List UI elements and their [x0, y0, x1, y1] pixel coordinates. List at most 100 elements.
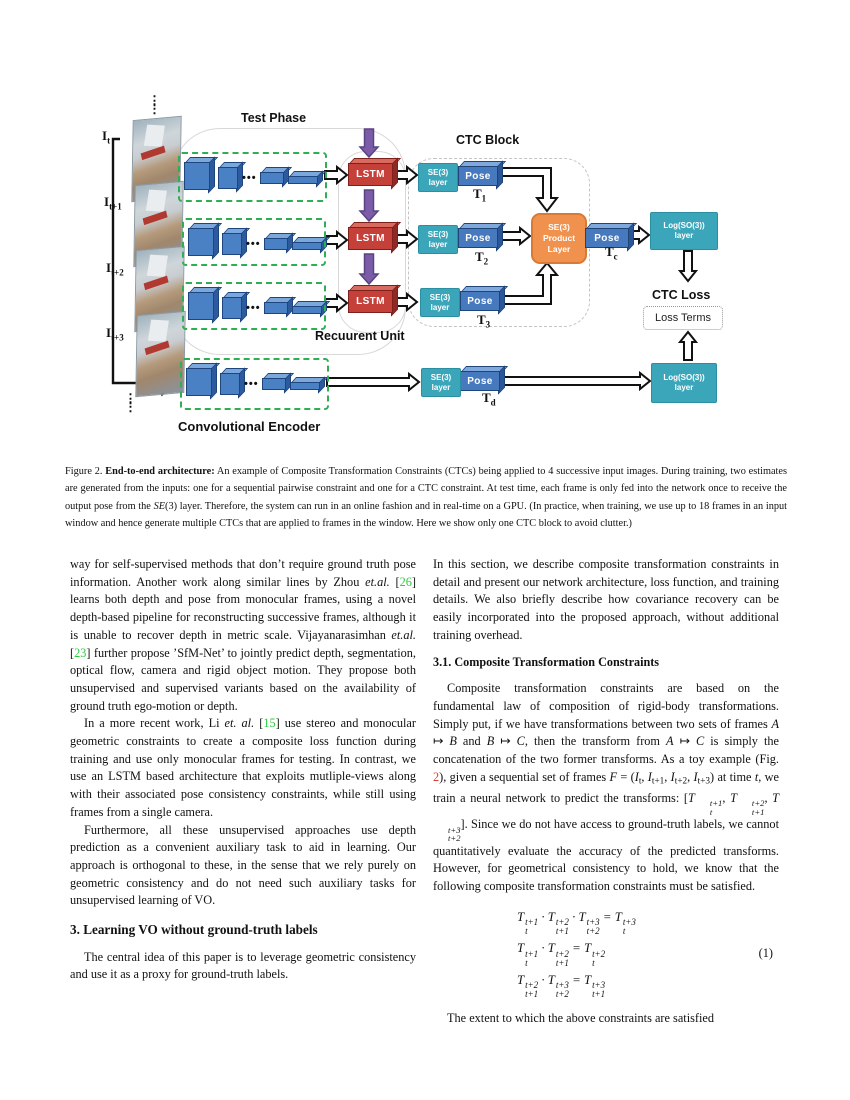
feature-slab: [261, 372, 295, 394]
se3-layer-line: layer: [428, 177, 448, 187]
equation-number: (1): [758, 946, 773, 961]
pose-box-front-face: [458, 166, 498, 186]
se3-layer-box: SE(3)layer: [418, 163, 458, 192]
transform-label-subscript: d: [490, 397, 496, 408]
pose-box-label: Pose: [594, 232, 620, 244]
feature-cube-front-face: [222, 297, 242, 319]
pose-box-label: Pose: [467, 295, 493, 307]
text-segment: T: [583, 941, 592, 956]
loss-terms-label: Loss Terms: [654, 312, 712, 324]
pose-box-front-face: [458, 228, 498, 248]
loss-up-arrow: [677, 330, 699, 361]
lstm-box-label: LSTM: [356, 233, 385, 244]
feature-slab-front-face: [260, 172, 284, 184]
feature-slab: [289, 376, 329, 394]
log-so3-layer-box: Log(SO(3))layer: [651, 363, 717, 403]
citation-link[interactable]: 23: [74, 645, 87, 660]
text-segment: F: [609, 769, 618, 784]
input-frame-image: [135, 310, 186, 398]
transform-label-subscript: 2: [483, 256, 489, 267]
text-segment: T: [583, 972, 592, 987]
text-segment: B: [449, 734, 457, 749]
se3-layer-box: SE(3)layer: [420, 288, 460, 317]
loss-terms-box: Loss Terms: [643, 306, 723, 330]
text-segment: A: [771, 716, 779, 731]
text-segment: t+1: [651, 775, 665, 786]
text-segment: T: [517, 941, 525, 956]
se3-layer-box: SE(3)layer: [421, 368, 461, 397]
feature-cube-front-face: [218, 167, 238, 189]
pose-box: Pose: [457, 222, 507, 252]
text-segment: T: [614, 909, 622, 924]
pose-box-label: Pose: [467, 375, 493, 387]
frame-label-subscript: t: [107, 135, 111, 146]
test-phase-label: Test Phase: [241, 111, 307, 125]
feature-cube: [187, 222, 223, 260]
transform-label: Tc: [605, 244, 618, 262]
se3-layer-line: layer: [428, 239, 448, 249]
feature-slab-front-face: [292, 242, 322, 250]
log-so3-line: layer: [674, 383, 694, 392]
feature-slab: [291, 300, 331, 318]
paragraph: Furthermore, all these unsupervised appr…: [70, 822, 416, 908]
log-so3-line: layer: [674, 231, 694, 240]
loss-down-arrow: [677, 250, 699, 283]
text-segment: t: [638, 775, 642, 786]
log-so3-line: Log(SO(3)): [663, 373, 705, 383]
text-segment: A: [666, 734, 674, 749]
vertical-ellipsis: ⋮ ⋮: [148, 93, 161, 117]
citation-link[interactable]: 15: [263, 716, 276, 731]
text-segment: T: [730, 790, 737, 805]
paragraph: way for self-supervised methods that don…: [70, 557, 416, 713]
text-segment: t: [754, 769, 759, 784]
encoder-dots: •••: [246, 238, 261, 250]
pose-box-label: Pose: [465, 170, 491, 182]
log-so3-layer-box: Log(SO(3))layer: [650, 212, 718, 250]
se3-product-layer-box: SE(3) Product Layer: [531, 213, 587, 264]
paragraph: Composite transformation constraints are…: [433, 681, 780, 894]
text-segment: T: [547, 909, 555, 924]
text-segment: I: [647, 769, 652, 784]
lstm-box-front-face: [348, 227, 393, 250]
paragraph: In this section, we describe composite t…: [433, 557, 779, 642]
text-segment: T: [517, 909, 525, 924]
feature-slab-front-face: [264, 302, 288, 314]
citation-link[interactable]: 26: [399, 574, 412, 589]
figure-caption: Figure 2. End-to-end architecture: An ex…: [65, 466, 787, 530]
hollow-flow-arrow: [326, 371, 421, 393]
text-segment: et.al.: [365, 574, 390, 589]
paragraph: In a more recent work, Li et. al. [15] u…: [70, 716, 416, 819]
lstm-box: LSTM: [347, 221, 402, 254]
ctc-block-label: CTC Block: [456, 133, 520, 147]
conv-encoder-label: Convolutional Encoder: [178, 419, 321, 434]
feature-slab-front-face: [262, 378, 286, 390]
lstm-box-front-face: [348, 290, 393, 313]
se3-layer-line: SE(3): [430, 372, 452, 382]
text-segment: I: [670, 769, 675, 784]
se3-layer-line: SE(3): [429, 292, 451, 302]
pose-box-label: Pose: [465, 232, 491, 244]
lstm-box-label: LSTM: [356, 296, 385, 307]
feature-cube-front-face: [186, 368, 212, 396]
ctc-loss-label: CTC Loss: [652, 288, 711, 302]
text-segment: End-to-end architecture:: [105, 466, 215, 477]
section-heading: 3.1. Composite Transformation Constraint…: [433, 654, 660, 669]
feature-slab-front-face: [264, 238, 288, 250]
feature-cube-front-face: [188, 228, 214, 256]
feature-cube: [183, 156, 219, 194]
text-segment: et. al.: [224, 716, 255, 731]
log-so3-line: Log(SO(3)): [663, 221, 705, 231]
figure-reference[interactable]: 2: [433, 769, 440, 784]
text-segment: SE: [153, 500, 166, 512]
